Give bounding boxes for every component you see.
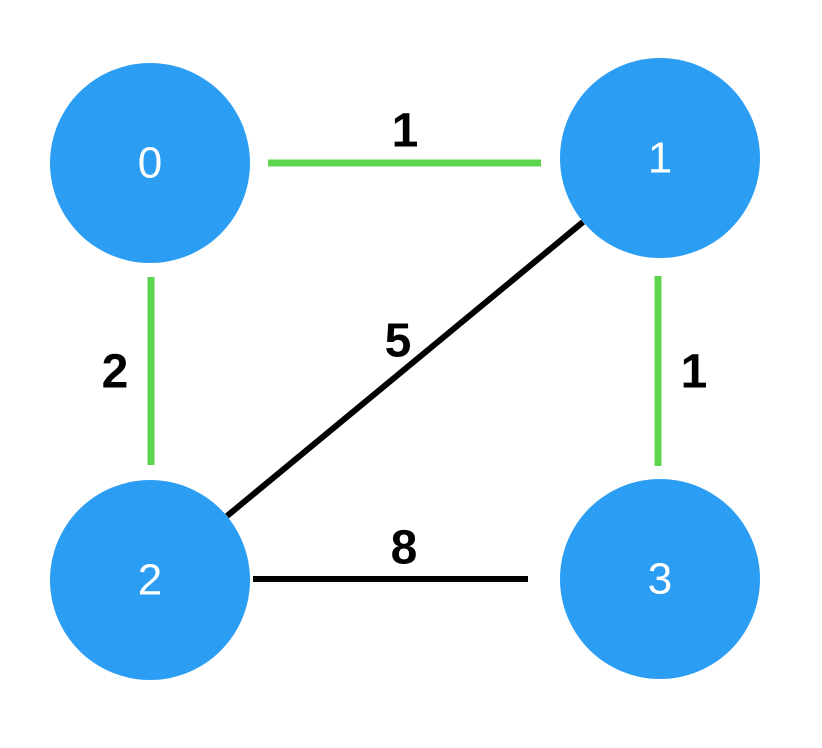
edge-weight-label-0-2: 2 xyxy=(102,346,129,399)
node-1 xyxy=(560,58,760,258)
node-3 xyxy=(560,479,760,679)
node-label-3: 3 xyxy=(648,555,672,604)
edge-weight-label-0-1: 1 xyxy=(392,105,419,158)
edge-weight-label-1-3: 1 xyxy=(681,346,708,399)
edge-weight-label-1-2: 5 xyxy=(385,315,412,368)
node-2 xyxy=(50,480,250,680)
node-0 xyxy=(50,63,250,263)
node-label-2: 2 xyxy=(138,556,162,605)
edge-1-2 xyxy=(225,219,585,519)
edge-weight-label-2-3: 8 xyxy=(391,522,418,575)
node-label-0: 0 xyxy=(138,139,162,188)
node-label-1: 1 xyxy=(648,134,672,183)
